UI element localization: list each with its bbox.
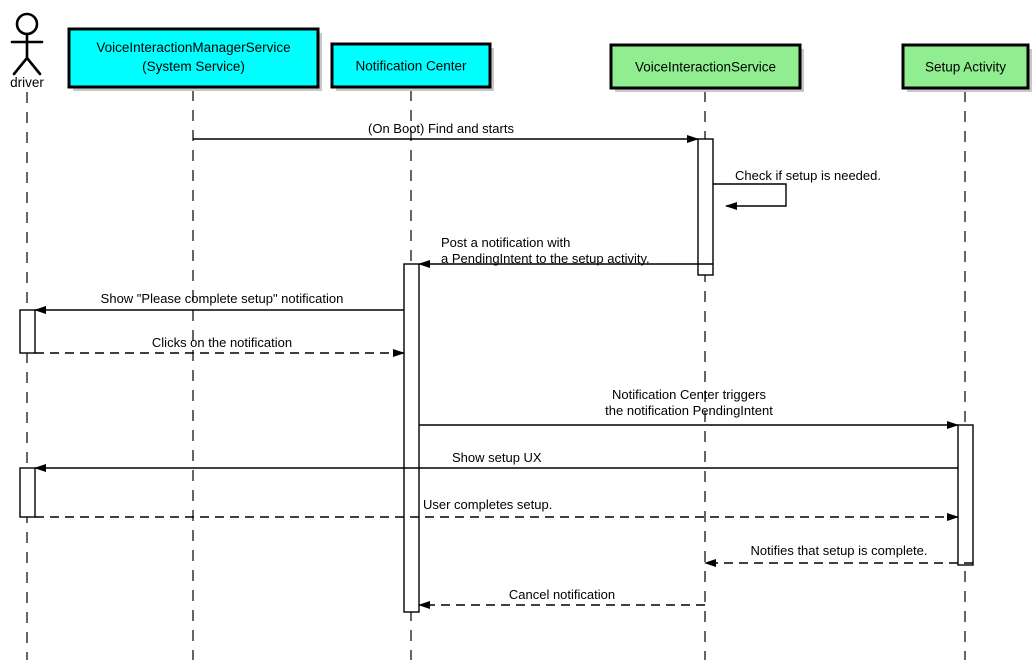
message-label-m6-line1: Notification Center triggers: [612, 387, 766, 402]
actor-right-leg-icon: [25, 56, 42, 76]
act-voice-interaction-service: [697, 138, 714, 276]
message-m1[interactable]: (On Boot) Find and starts: [193, 121, 699, 143]
act-driver-1: [19, 309, 36, 354]
participant-box-notification_center[interactable]: Notification Center: [330, 42, 494, 91]
actor-label-driver: driver: [10, 75, 44, 90]
message-label-m8: User completes setup.: [423, 497, 552, 512]
activation-bars-group: [19, 138, 974, 613]
message-label-m2: Check if setup is needed.: [735, 168, 881, 183]
message-label-m7: Show setup UX: [452, 450, 542, 465]
message-label-m10: Cancel notification: [509, 587, 615, 602]
message-m8[interactable]: User completes setup.: [35, 497, 959, 521]
actor-driver: driver: [10, 12, 44, 90]
actor-left-leg-icon: [12, 56, 29, 76]
participant-box-setup_activity[interactable]: Setup Activity: [901, 43, 1032, 92]
act-notification-center: [403, 263, 420, 613]
message-label-m3-line1: Post a notification with: [441, 235, 570, 250]
message-line-m2: [713, 183, 787, 210]
participant-box-fill-vims[interactable]: [67, 27, 320, 89]
act-driver-2: [19, 467, 36, 518]
message-label-m9: Notifies that setup is complete.: [750, 543, 927, 558]
message-m7[interactable]: Show setup UX: [34, 450, 958, 472]
message-label-m1: (On Boot) Find and starts: [368, 121, 514, 136]
message-label-m4: Show "Please complete setup" notificatio…: [101, 291, 344, 306]
message-label-m3-line2: a PendingIntent to the setup activity.: [441, 251, 650, 266]
message-m4[interactable]: Show "Please complete setup" notificatio…: [34, 291, 404, 314]
act-setup-activity: [957, 424, 974, 566]
message-m5[interactable]: Clicks on the notification: [35, 335, 405, 357]
participant-label-vims-line2: (System Service): [142, 59, 245, 74]
participant-box-fill-notification_center[interactable]: [330, 42, 492, 89]
message-label-m6-line2: the notification PendingIntent: [605, 403, 773, 418]
participant-label-setup_activity: Setup Activity: [925, 60, 1006, 75]
participant-box-fill-voice_interaction_service[interactable]: [609, 43, 802, 90]
participant-box-vims[interactable]: VoiceInteractionManagerService (System Se…: [67, 27, 322, 91]
participant-box-fill-setup_activity[interactable]: [901, 43, 1030, 90]
participant-label-notification_center: Notification Center: [355, 59, 467, 74]
message-m9[interactable]: Notifies that setup is complete.: [704, 543, 973, 567]
message-m2[interactable]: Check if setup is needed.: [713, 168, 881, 210]
message-label-m5: Clicks on the notification: [152, 335, 292, 350]
participant-headers-group: driver VoiceInteractionManagerService (Sys…: [10, 12, 1032, 92]
message-m10[interactable]: Cancel notification: [418, 587, 705, 609]
participant-label-vims-line1: VoiceInteractionManagerService: [96, 40, 290, 55]
participant-box-voice_interaction_service[interactable]: VoiceInteractionService: [609, 43, 804, 92]
actor-head-icon: [15, 12, 39, 36]
participant-label-voice_interaction_service: VoiceInteractionService: [635, 60, 776, 75]
